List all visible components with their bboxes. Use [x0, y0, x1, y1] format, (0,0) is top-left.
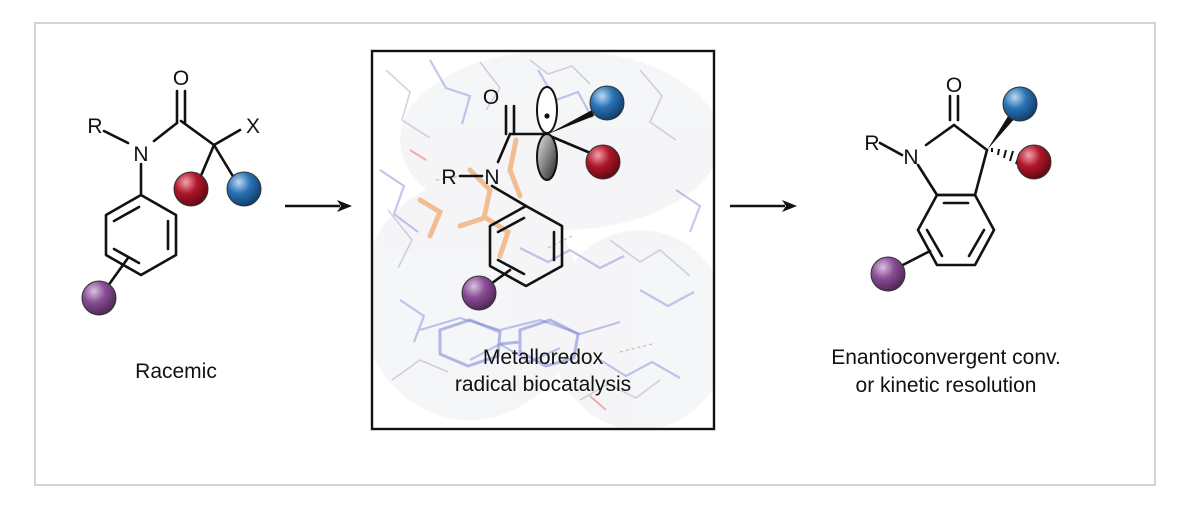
- product-r-group: R: [864, 132, 879, 155]
- reaction-arrow-1: [285, 200, 352, 212]
- catalysis-caption-line2: radical biocatalysis: [455, 373, 631, 396]
- purple-sphere-substituent: [461, 275, 497, 311]
- p-orbital-icon: [536, 86, 558, 181]
- red-sphere-substituent: [1016, 144, 1052, 180]
- product-nitrogen: N: [903, 146, 918, 169]
- blue-sphere-substituent: [226, 171, 262, 207]
- reactant-leaving-group: X: [246, 115, 260, 138]
- reactant-caption: Racemic: [135, 360, 217, 383]
- product-oxygen: O: [946, 74, 962, 97]
- product-structure: [878, 94, 1021, 270]
- purple-sphere-substituent: [81, 280, 117, 316]
- reactant-nitrogen: N: [133, 143, 148, 166]
- reaction-arrow-2: [730, 200, 797, 212]
- catalysis-caption-line1: Metalloredox: [483, 346, 604, 369]
- reactant-structure: [102, 89, 242, 292]
- blue-sphere-substituent: [589, 85, 625, 121]
- radical-oxygen: O: [483, 86, 499, 109]
- red-sphere-substituent: [585, 144, 621, 180]
- radical-intermediate: [458, 104, 594, 288]
- blue-sphere-substituent: [1002, 86, 1038, 122]
- reactant-r-group: R: [87, 115, 102, 138]
- radical-nitrogen: N: [484, 166, 499, 189]
- radical-r-group: R: [441, 166, 456, 189]
- red-sphere-substituent: [173, 171, 209, 207]
- product-caption-line2: or kinetic resolution: [856, 374, 1037, 397]
- purple-sphere-substituent: [870, 256, 906, 292]
- product-caption-line1: Enantioconvergent conv.: [831, 346, 1061, 369]
- catalysis-panel: O N R Metalloredox radical biocatalysis: [370, 49, 716, 431]
- reactant-oxygen: O: [173, 67, 189, 90]
